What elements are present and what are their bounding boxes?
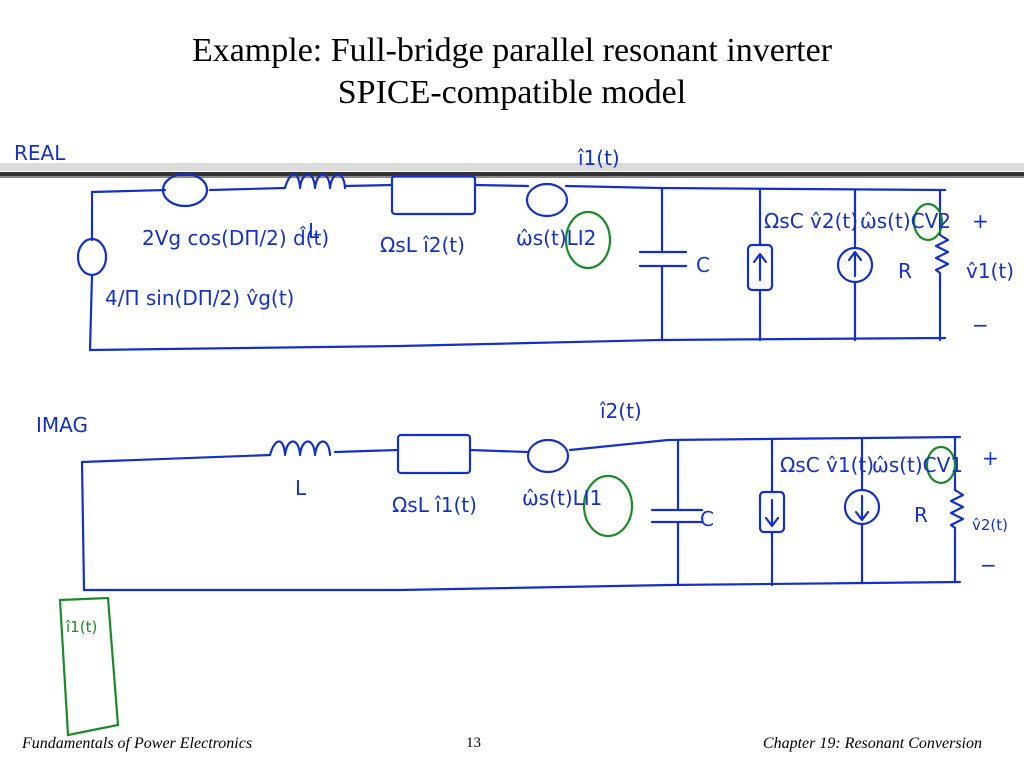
header-rule-light: [0, 163, 1024, 171]
real-plus-label: +: [972, 209, 989, 233]
real-green-circle: [564, 210, 612, 270]
imag-capacitor-label: C: [700, 507, 714, 531]
imag-isrc1-label: ΩsC v̂1(t): [780, 453, 874, 477]
imag-minus-label: −: [980, 553, 997, 577]
real-resistor: [934, 188, 950, 342]
header-rule-dark: [0, 172, 1024, 176]
real-isrc1-arrow: [752, 252, 768, 282]
imag-plus-label: +: [982, 446, 999, 470]
real-dep-source2-label: ω̂s(t)LI2: [516, 226, 596, 250]
real-src-left-label: 2Vg cos(DΠ/2) d̂(t): [142, 226, 329, 250]
real-left-source: [76, 237, 108, 277]
green-annotation-label: î1(t): [65, 618, 97, 636]
imag-probe-current-label: î2(t): [599, 399, 642, 423]
imag-green-circle: [582, 474, 634, 538]
title-line-1: Example: Full-bridge parallel resonant i…: [191, 32, 833, 69]
real-green-circle-v2: [912, 202, 944, 242]
real-resistor-label: R: [898, 259, 912, 283]
imag-dep-source-label: ΩsL î1(t): [392, 493, 477, 517]
real-inductor-label: L: [308, 219, 320, 243]
imag-bottom-wire: [82, 580, 962, 592]
real-isrc1-label: ΩsC v̂2(t): [764, 209, 858, 233]
real-cap-branch: [638, 186, 688, 342]
imag-output-voltage-label: v̂2(t): [972, 516, 1008, 534]
imag-isrc1: [758, 490, 786, 534]
real-dep-source-label: ΩsL î2(t): [380, 233, 465, 257]
real-dep-source-1: [161, 172, 209, 208]
imag-isrc2-arrow: [854, 494, 870, 522]
imag-left-wire: [80, 460, 86, 592]
real-isrc2-label: ω̂s(t)CV2: [860, 209, 951, 233]
real-probe-current-label: î1(t): [577, 146, 620, 170]
real-top-wire: [90, 183, 947, 194]
imag-dep-source2-label: ω̂s(t)LI1: [522, 486, 602, 510]
imag-isrc1-arrow: [764, 498, 780, 528]
title-line-2: SPICE-compatible model: [337, 74, 687, 111]
real-label: REAL: [14, 141, 66, 165]
imag-inductor-label: L: [295, 476, 307, 500]
real-isrc2: [836, 246, 874, 284]
footer-chapter: Chapter 19: Resonant Conversion: [762, 735, 982, 752]
real-output-voltage-label: v̂1(t): [966, 259, 1014, 283]
imag-top-wire: [80, 435, 962, 464]
imag-probe-source: [526, 438, 570, 474]
real-inductor: [283, 173, 347, 190]
real-isrc1: [746, 243, 774, 292]
real-probe-source: [525, 182, 569, 218]
imag-label: IMAG: [36, 413, 88, 437]
imag-cap-branch: [650, 438, 704, 587]
imag-inductor: [268, 440, 332, 457]
real-isrc2-arrow: [847, 250, 863, 278]
header-rule-mid: [0, 176, 1024, 178]
imag-dep-box: [396, 433, 472, 475]
real-dep-box: [390, 174, 477, 216]
imag-resistor: [949, 435, 965, 584]
imag-green-circle-v1: [925, 445, 957, 485]
real-minus-label: −: [972, 313, 989, 337]
real-left-wire: [88, 190, 94, 352]
imag-isrc2-label: ω̂s(t)CV1: [872, 453, 963, 477]
green-annotation-box: [58, 596, 120, 737]
imag-isrc2: [843, 488, 881, 526]
real-capacitor-label: C: [696, 253, 710, 277]
imag-resistor-label: R: [914, 503, 928, 527]
slide-title: Example: Full-bridge parallel resonant i…: [0, 30, 1024, 114]
real-bottom-wire: [88, 336, 947, 352]
footer-page-number: 13: [466, 735, 481, 751]
real-src-left-sub-label: 4/Π sin(DΠ/2) v̂g(t): [105, 286, 294, 310]
footer-book-title: Fundamentals of Power Electronics: [22, 735, 253, 752]
